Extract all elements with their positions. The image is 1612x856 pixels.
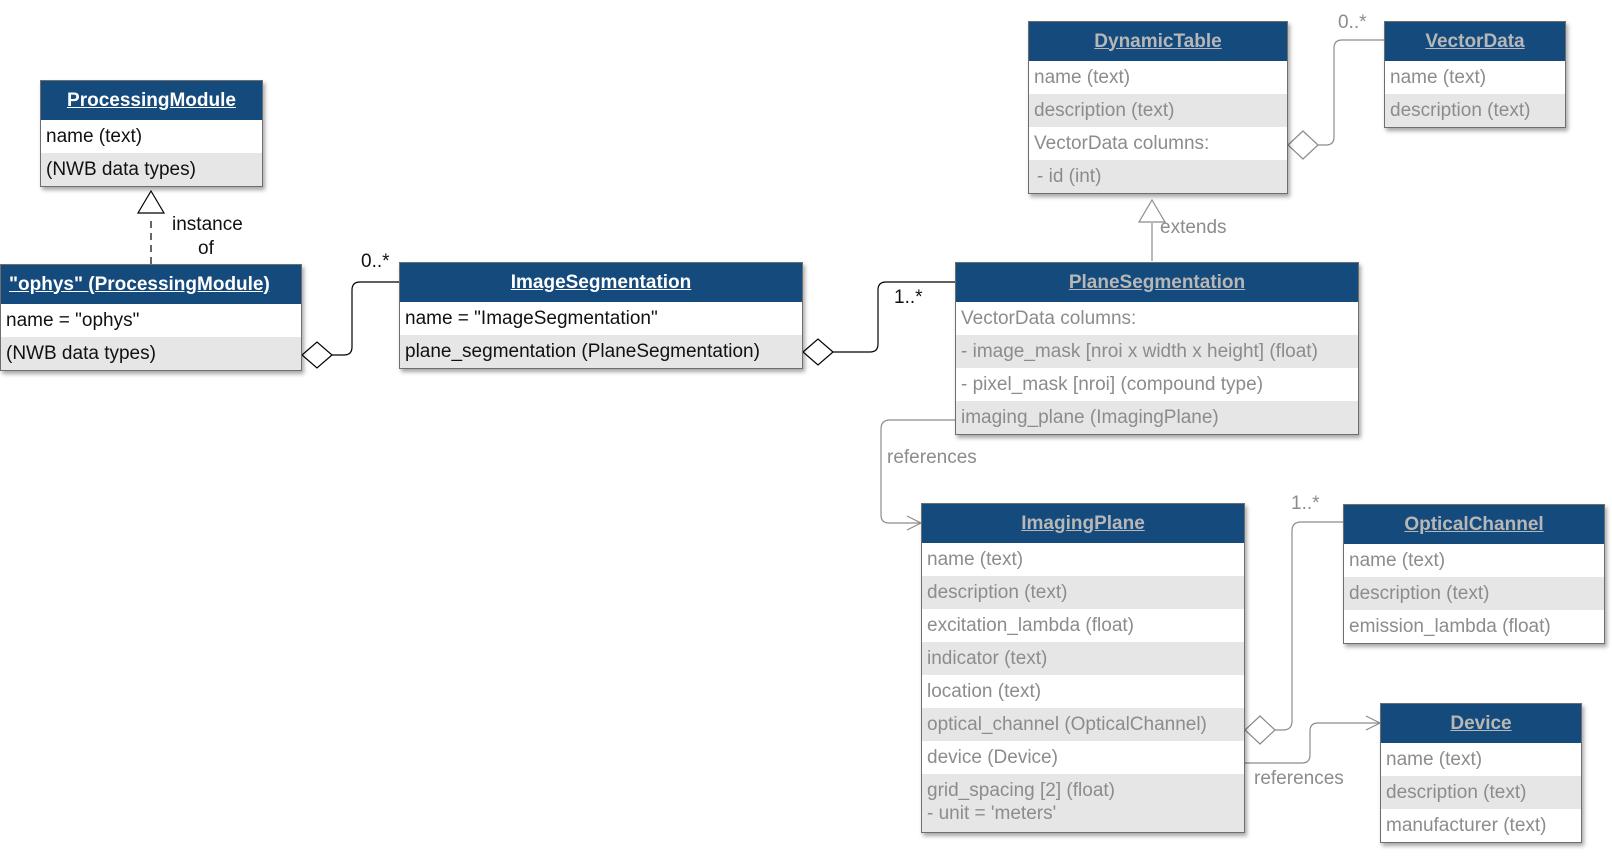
class-attribute: name = "ophys" [6, 310, 140, 331]
class-attribute: grid_spacing [2] (float) [927, 780, 1115, 801]
class-attribute-multiline: grid_spacing [2] (float) - unit = 'meter… [922, 774, 1244, 832]
class-attribute: plane_segmentation (PlaneSegmentation) [400, 335, 802, 368]
class-vector-data: VectorData name (text) description (text… [1384, 21, 1566, 128]
ophys-imgseg-aggregation [301, 281, 399, 369]
class-attribute: name (text) [1390, 67, 1487, 88]
class-attribute: description (text) [1381, 776, 1581, 809]
class-title: ImagingPlane [922, 504, 1244, 543]
class-title: ProcessingModule [41, 81, 262, 120]
class-attribute: - pixel_mask [nroi] (compound type) [961, 374, 1264, 395]
class-title: PlaneSegmentation [956, 263, 1358, 302]
class-attribute: optical_channel (OpticalChannel) [922, 708, 1244, 741]
class-attribute: description (text) [1344, 577, 1604, 610]
class-attribute: location (text) [927, 681, 1042, 702]
class-attribute: device (Device) [927, 747, 1058, 768]
class-title: Device [1381, 704, 1581, 743]
class-attribute: indicator (text) [922, 642, 1244, 675]
class-attribute: excitation_lambda (float) [927, 615, 1134, 636]
class-attribute: emission_lambda (float) [1349, 616, 1551, 637]
class-attribute: - image_mask [nroi x width x height] (fl… [956, 335, 1358, 368]
class-image-segmentation: ImageSegmentation name = "ImageSegmentat… [399, 262, 803, 369]
references-label: references [887, 447, 977, 468]
instance-of-label: of [198, 238, 214, 259]
class-attribute: name (text) [46, 126, 143, 147]
class-attribute: name (text) [1034, 67, 1131, 88]
instance-of-relation [136, 189, 166, 264]
instance-of-label: instance [172, 214, 243, 235]
class-attribute: name (text) [927, 549, 1024, 570]
class-attribute: description (text) [1029, 94, 1287, 127]
class-attribute: (NWB data types) [1, 337, 301, 370]
multiplicity-label: 1..* [1291, 493, 1320, 514]
multiplicity-label: 0..* [1338, 12, 1367, 33]
class-ophys-module: "ophys" (ProcessingModule) name = "ophys… [0, 264, 302, 371]
class-attribute: manufacturer (text) [1386, 815, 1547, 836]
class-attribute: - unit = 'meters' [927, 803, 1057, 824]
class-title: OpticalChannel [1344, 505, 1604, 544]
class-title: DynamicTable [1029, 22, 1287, 61]
class-attribute: - id (int) [1029, 160, 1287, 193]
class-title: ImageSegmentation [400, 263, 802, 302]
optical-channel-aggregation [1244, 521, 1343, 745]
class-attribute: imaging_plane (ImagingPlane) [956, 401, 1358, 434]
multiplicity-label: 0..* [361, 251, 390, 272]
references-label: references [1254, 768, 1344, 789]
class-plane-segmentation: PlaneSegmentation VectorData columns: - … [955, 262, 1359, 435]
class-title: VectorData [1385, 22, 1565, 61]
class-attribute: description (text) [1385, 94, 1565, 127]
class-attribute: name (text) [1386, 749, 1483, 770]
imgseg-planeseg-aggregation [802, 281, 955, 366]
dyn-vector-aggregation [1287, 39, 1384, 160]
extends-relation [1137, 198, 1167, 261]
class-optical-channel: OpticalChannel name (text) description (… [1343, 504, 1605, 644]
class-attribute: description (text) [922, 576, 1244, 609]
class-attribute: VectorData columns: [1034, 133, 1210, 154]
class-attribute: name (text) [1349, 550, 1446, 571]
class-attribute: (NWB data types) [41, 153, 262, 186]
class-title: "ophys" (ProcessingModule) [1, 265, 301, 304]
multiplicity-label: 1..* [894, 287, 923, 308]
class-dynamic-table: DynamicTable name (text) description (te… [1028, 21, 1288, 194]
class-attribute: VectorData columns: [961, 308, 1137, 329]
class-device: Device name (text) description (text) ma… [1380, 703, 1582, 843]
extends-label: extends [1160, 217, 1227, 238]
class-attribute: name = "ImageSegmentation" [405, 308, 658, 329]
class-processing-module: ProcessingModule name (text) (NWB data t… [40, 80, 263, 187]
class-imaging-plane: ImagingPlane name (text) description (te… [921, 503, 1245, 833]
